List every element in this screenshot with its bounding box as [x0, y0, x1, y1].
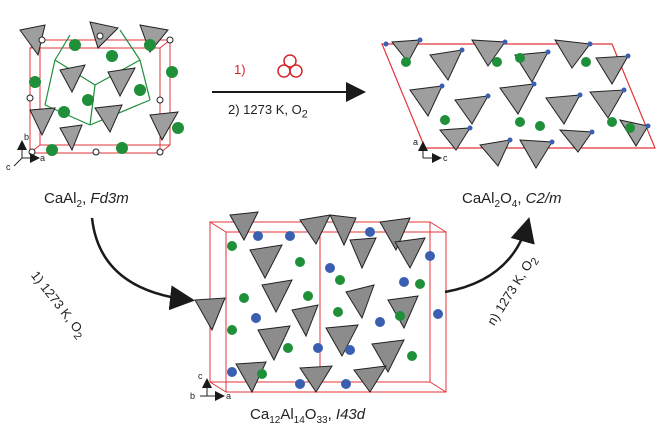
caal2o4-f1: CaAl	[462, 190, 495, 207]
caal2o4-f2: O	[500, 190, 512, 207]
axes-mayenite	[200, 378, 225, 401]
o-atoms-mayenite	[227, 227, 443, 389]
axis-label-c-right: c	[443, 153, 448, 163]
mayenite-space-group: I43d	[335, 406, 366, 423]
bond-network-caal2	[44, 29, 151, 126]
structure-caal2: b a c	[6, 21, 184, 172]
mayenite-s3: 33	[316, 415, 328, 426]
caal2o4-space-group: C2/m	[525, 190, 562, 207]
axis-label-c: c	[6, 162, 11, 172]
mayenite-sep: ,	[327, 406, 336, 423]
top-step-2-text: 2) 1273 K, O	[228, 102, 302, 117]
caal2-sep: ,	[82, 190, 91, 207]
axis-label-b: b	[24, 132, 29, 142]
caal2o4-s1: 2	[494, 199, 501, 210]
top-step-1-label: 1)	[234, 62, 246, 77]
mayenite-f1: Ca	[250, 406, 270, 423]
tetrahedra-mayenite	[194, 211, 426, 394]
o-atoms-caal2o4	[383, 37, 651, 145]
arrow-right	[444, 217, 535, 294]
axis-label-c-mid: c	[198, 371, 203, 381]
tetrahedra-caal2	[19, 21, 179, 152]
structure-caal2o4: a c	[381, 37, 656, 169]
ca-atoms-mayenite	[227, 241, 425, 379]
mayenite-f3: O	[304, 406, 317, 423]
axis-label-a: a	[40, 153, 45, 163]
tetrahedra-caal2o4	[391, 39, 649, 169]
compound-label-caal2: CaAl2, Fd3m	[44, 190, 129, 210]
mayenite-s2: 14	[293, 415, 305, 426]
caal2o4-s2: 4	[511, 199, 518, 210]
ca-atoms-caal2o4	[401, 53, 635, 133]
arrow-left	[90, 217, 195, 311]
top-step-2-sub: 2	[301, 108, 308, 121]
axis-label-a-mid: a	[226, 391, 231, 401]
axes-caal2o4	[418, 141, 442, 163]
caal2-space-group: Fd3m	[90, 190, 129, 207]
axis-label-a-right: a	[413, 137, 418, 147]
top-step-2-label: 2) 1273 K, O2	[228, 102, 308, 121]
axes-caal2	[13, 140, 40, 167]
mayenite-f2: Al	[280, 406, 294, 423]
mayenite-s1: 12	[269, 415, 281, 426]
caal2-sub: 2	[76, 199, 83, 210]
unit-cell-caal2o4	[381, 43, 656, 149]
compound-label-caal2o4: CaAl2O4, C2/m	[462, 190, 562, 210]
al-atoms-caal2	[26, 32, 174, 156]
caal2-formula: CaAl	[44, 190, 77, 207]
trefoil-icon	[277, 54, 303, 78]
structure-mayenite: c a b	[190, 211, 447, 401]
ca-atoms-caal2	[29, 39, 184, 156]
compound-label-mayenite: Ca12Al14O33, I43d	[250, 406, 365, 426]
caal2o4-sep: ,	[517, 190, 526, 207]
axis-label-b-mid: b	[190, 391, 195, 401]
